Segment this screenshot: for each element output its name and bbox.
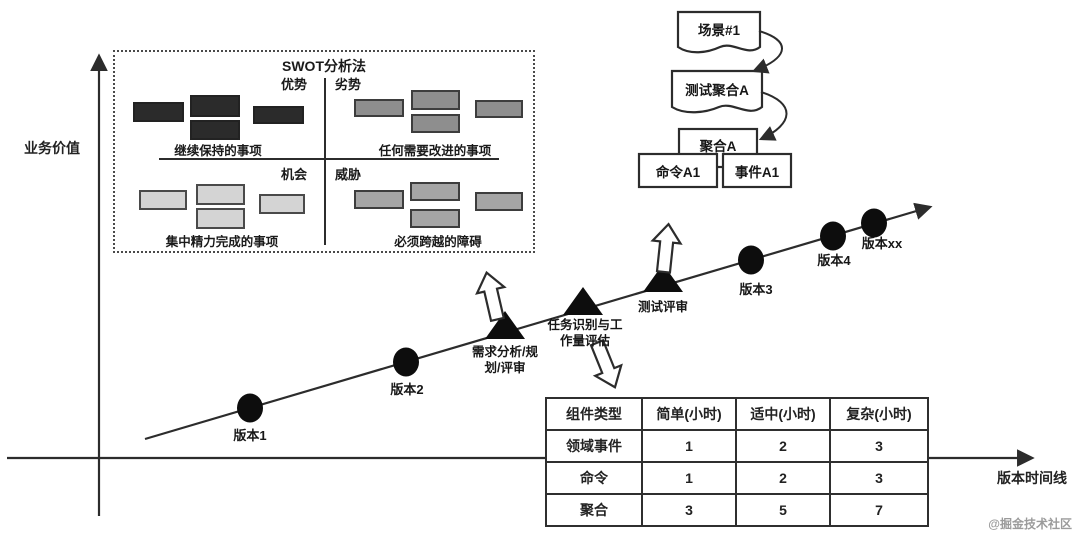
table-cell: 7 — [829, 493, 929, 527]
swot-note-block — [133, 102, 184, 122]
table-cell: 3 — [829, 429, 929, 463]
swot-threats-caption: 必须跨越的障碍 — [394, 235, 482, 249]
table-row: 领域事件 1 2 3 — [545, 429, 929, 463]
swot-pointer-arrow — [475, 270, 507, 323]
event-node-label: 事件A1 — [734, 164, 780, 180]
swot-note-block — [410, 182, 460, 201]
command-box-shape — [637, 152, 719, 189]
table-pointer-arrow — [589, 338, 623, 389]
swot-note-block — [190, 120, 240, 140]
milestone-triangle-task-estimation — [563, 287, 603, 315]
col-header-medium: 适中(小时) — [735, 397, 831, 431]
estimation-table: 组件类型 简单(小时) 适中(小时) 复杂(小时) 领域事件 1 2 3 命令 … — [545, 397, 929, 527]
table-cell: 3 — [829, 461, 929, 495]
swot-note-block — [139, 190, 187, 210]
y-axis-label: 业务价值 — [24, 140, 80, 156]
col-header-complex: 复杂(小时) — [829, 397, 929, 431]
table-cell: 2 — [735, 461, 831, 495]
version-timeline-line — [144, 202, 933, 441]
table-cell: 3 — [641, 493, 737, 527]
swot-threats-label: 威胁 — [335, 167, 362, 182]
swot-weaknesses-label: 劣势 — [335, 77, 362, 92]
version-dot-4 — [820, 221, 846, 251]
swot-strengths-label: 优势 — [280, 77, 307, 92]
milestone-test-review-label: 测试评审 — [637, 300, 689, 314]
version-1-label: 版本1 — [233, 428, 267, 443]
aggregate-node-label: 聚合A — [699, 139, 737, 154]
x-axis-label: 版本时间线 — [997, 470, 1067, 486]
swot-note-block — [196, 208, 245, 229]
table-cell: 1 — [641, 461, 737, 495]
flowchart-pointer-arrow — [650, 222, 683, 274]
swot-note-block — [475, 192, 523, 211]
swot-note-block — [354, 99, 404, 117]
watermark-text: @掘金技术社区 — [988, 517, 1072, 531]
version-2-label: 版本2 — [390, 382, 424, 397]
milestone-requirements-label: 需求分析/规 划/评审 — [472, 345, 538, 375]
swot-panel: SWOT分析法 优势 劣势 机会 威胁 继续保持的事项 任何需要改进的事项 集中… — [113, 50, 535, 253]
version-3-label: 版本3 — [739, 282, 773, 297]
version-dot-xx — [861, 208, 887, 238]
milestone-task-estimation-label: 任务识别与工 作量评估 — [547, 318, 623, 348]
table-header-row: 组件类型 简单(小时) 适中(小时) 复杂(小时) — [545, 397, 929, 431]
milestone-triangle-requirements — [485, 311, 525, 339]
version-4-label: 版本4 — [817, 253, 851, 268]
swot-note-block — [354, 190, 404, 209]
test-aggregate-document-shape — [670, 69, 764, 114]
table-cell: 命令 — [545, 461, 643, 495]
table-cell: 1 — [641, 429, 737, 463]
table-row: 命令 1 2 3 — [545, 461, 929, 495]
version-dot-1 — [237, 393, 263, 423]
swot-opportunities-label: 机会 — [280, 167, 307, 182]
table-cell: 2 — [735, 429, 831, 463]
swot-title: SWOT分析法 — [282, 58, 366, 74]
swot-note-block — [259, 194, 305, 214]
test-to-aggregate-arrow — [758, 91, 788, 141]
version-dot-3 — [738, 245, 764, 275]
swot-horizontal-divider — [159, 158, 499, 160]
milestone-triangle-test-review — [643, 264, 683, 292]
swot-vertical-divider — [324, 78, 326, 245]
swot-note-block — [411, 114, 460, 133]
command-node-label: 命令A1 — [655, 164, 701, 180]
table-row: 聚合 3 5 7 — [545, 493, 929, 527]
col-header-simple: 简单(小时) — [641, 397, 737, 431]
scenario-node-label: 场景#1 — [697, 23, 741, 38]
swot-note-block — [475, 100, 523, 118]
col-header-component-type: 组件类型 — [545, 397, 643, 431]
swot-note-block — [196, 184, 245, 205]
scenario-document-shape — [676, 10, 762, 54]
version-dot-2 — [393, 347, 419, 377]
swot-note-block — [253, 106, 304, 124]
table-cell: 领域事件 — [545, 429, 643, 463]
swot-note-block — [190, 95, 240, 117]
version-xx-label: 版本xx — [861, 236, 903, 251]
test-aggregate-node-label: 测试聚合A — [685, 83, 749, 98]
table-cell: 5 — [735, 493, 831, 527]
scenario-to-test-arrow — [751, 30, 783, 74]
swot-note-block — [410, 209, 460, 228]
swot-opportunities-caption: 集中精力完成的事项 — [165, 235, 279, 249]
swot-note-block — [411, 90, 460, 110]
swot-strengths-caption: 继续保持的事项 — [174, 144, 262, 158]
swot-weaknesses-caption: 任何需要改进的事项 — [378, 144, 492, 158]
event-box-shape — [721, 152, 793, 189]
table-cell: 聚合 — [545, 493, 643, 527]
